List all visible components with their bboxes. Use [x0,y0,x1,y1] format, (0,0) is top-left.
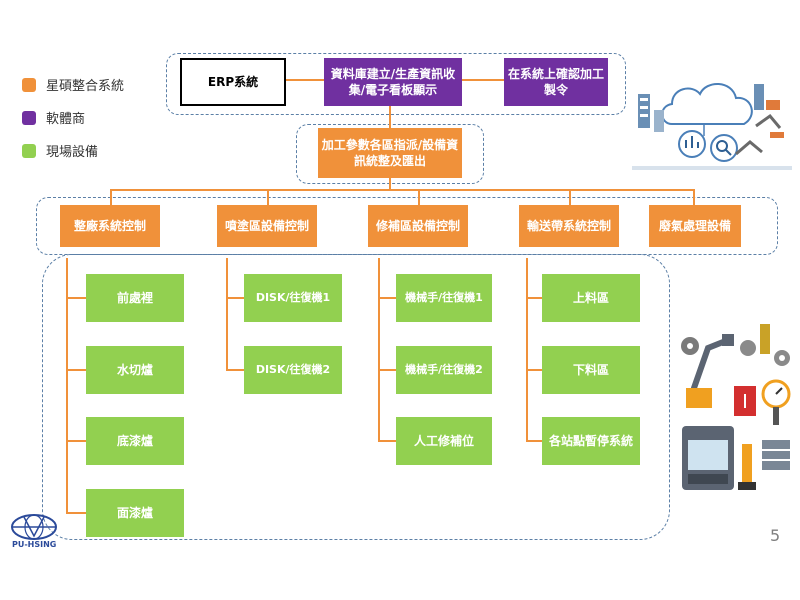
control-plant-box: 整廠系統控制 [60,205,160,247]
arm-plant-1 [66,297,86,299]
top-systems-frame [166,53,626,115]
legend-swatch-software [22,111,36,125]
legend-label-field: 現場設備 [46,145,99,160]
arm-conveyor-3 [526,440,542,442]
equipment-robot-reciprocator-1: 機械手/往復機1 [396,274,492,322]
erp-system-box: ERP系統 [180,58,286,106]
arm-plant-3 [66,440,86,442]
logo-text: PU-HSING [12,540,57,549]
arm-plant-2 [66,369,86,371]
equipment-robot-reciprocator-2: 機械手/往復機2 [396,346,492,394]
equipment-primer-oven: 底漆爐 [86,417,184,465]
equipment-disk-reciprocator-1: DISK/往復機1 [244,274,342,322]
drop-plant [110,189,112,205]
legend-label-integrator: 星碩整合系統 [46,79,125,94]
arm-repair-2 [378,369,396,371]
connector-database-confirm [462,79,504,81]
arm-spray-1 [226,297,244,299]
control-repair-box: 修補區設備控制 [368,205,468,247]
equipment-loading-area: 上料區 [542,274,640,322]
drop-exhaust [693,189,695,205]
connector-dispatch-bus [389,178,391,190]
connector-database-dispatch [389,106,391,128]
equipment-topcoat-oven: 面漆爐 [86,489,184,537]
trunk-conveyor [526,258,528,441]
equipment-pretreatment: 前處裡 [86,274,184,322]
database-box: 資料庫建立/生產資訊收集/電子看板顯示 [324,58,462,106]
trunk-plant [66,258,68,513]
control-exhaust-box: 廢氣處理設備 [649,205,741,247]
work-order-confirm-box: 在系統上確認加工製令 [504,58,608,106]
equipment-water-dry-oven: 水切爐 [86,346,184,394]
drop-repair [418,189,420,205]
page-number: 5 [770,526,781,545]
arm-conveyor-1 [526,297,542,299]
arm-conveyor-2 [526,369,542,371]
drop-conveyor [569,189,571,205]
arm-repair-1 [378,297,396,299]
equipment-station-pause-system: 各站點暫停系統 [542,417,640,465]
connector-erp-database [286,79,324,81]
equipment-unloading-area: 下料區 [542,346,640,394]
connector-control-bus [110,189,694,191]
equipment-manual-repair-station: 人工修補位 [396,417,492,465]
trunk-spray [226,258,228,370]
equipment-disk-reciprocator-2: DISK/往復機2 [244,346,342,394]
dispatch-box: 加工參數各區指派/設備資訊統整及匯出 [318,128,462,178]
legend-swatch-integrator [22,78,36,92]
legend-swatch-field [22,144,36,158]
control-spray-box: 噴塗區設備控制 [217,205,317,247]
arm-plant-4 [66,512,86,514]
equipment-frame [42,254,670,540]
arm-repair-3 [378,440,396,442]
trunk-repair [378,258,380,441]
legend-label-software: 軟體商 [46,112,86,127]
arm-spray-2 [226,369,244,371]
drop-spray [267,189,269,205]
control-conveyor-box: 輸送帶系統控制 [519,205,619,247]
